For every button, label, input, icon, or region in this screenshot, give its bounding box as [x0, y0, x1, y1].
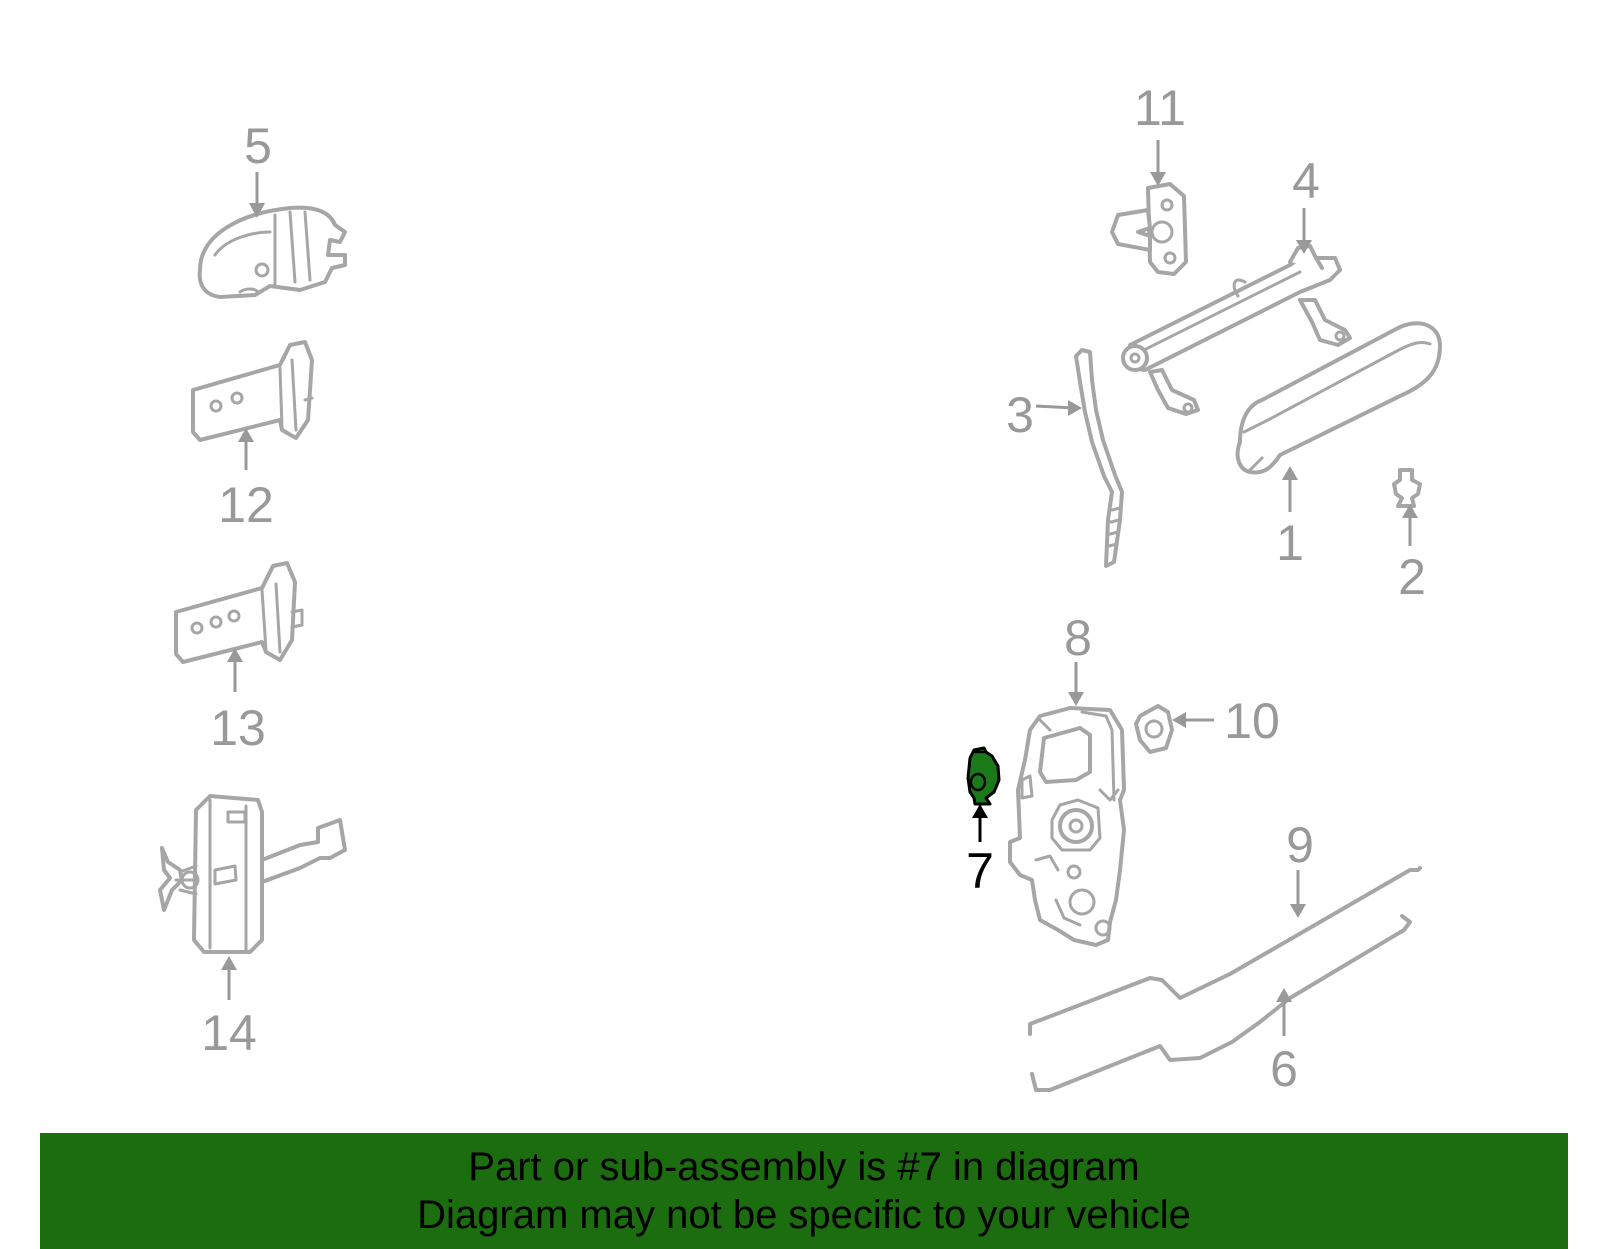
part-2-screw[interactable]: [1392, 468, 1422, 508]
callout-arrows: [221, 140, 1418, 1036]
callout-8[interactable]: 8: [1064, 610, 1092, 666]
banner-line-part-number: Part or sub-assembly is #7 in diagram: [468, 1145, 1140, 1189]
part-9-rod[interactable]: [1028, 866, 1422, 1036]
callout-12[interactable]: 12: [218, 477, 274, 533]
callout-14[interactable]: 14: [201, 1005, 257, 1061]
part-12-hinge[interactable]: [191, 340, 314, 442]
part-4-handle-bracket[interactable]: [1121, 244, 1352, 416]
part-3-rod[interactable]: [1074, 348, 1124, 568]
part-6-rod[interactable]: [1030, 914, 1412, 1092]
callout-5[interactable]: 5: [244, 118, 272, 174]
callout-2[interactable]: 2: [1398, 549, 1426, 605]
part-1-outside-handle[interactable]: [1235, 321, 1442, 475]
callout-labels: 5 12 13 14 11 4 3 1 2 8 10 9 6 7: [201, 80, 1426, 1097]
callout-13[interactable]: 13: [210, 700, 266, 756]
part-13-hinge[interactable]: [174, 561, 304, 664]
part-5-outside-handle[interactable]: [197, 205, 347, 299]
callout-3[interactable]: 3: [1006, 387, 1034, 443]
part-11-striker[interactable]: [1110, 182, 1188, 276]
callout-11[interactable]: 11: [1134, 80, 1186, 136]
callout-9[interactable]: 9: [1286, 817, 1314, 873]
callout-1[interactable]: 1: [1276, 515, 1304, 571]
callout-10[interactable]: 10: [1224, 693, 1280, 749]
part-10-clip[interactable]: [1134, 704, 1174, 754]
part-8-latch[interactable]: [1008, 706, 1126, 947]
part-7-highlighted[interactable]: [966, 746, 1001, 806]
banner-line-disclaimer: Diagram may not be specific to your vehi…: [417, 1193, 1191, 1237]
callout-6[interactable]: 6: [1270, 1041, 1298, 1097]
part-14-door-check[interactable]: [158, 794, 347, 954]
callout-7-active[interactable]: 7: [966, 843, 994, 899]
info-banner: Part or sub-assembly is #7 in diagram Di…: [40, 1133, 1568, 1249]
callout-4[interactable]: 4: [1292, 153, 1320, 209]
